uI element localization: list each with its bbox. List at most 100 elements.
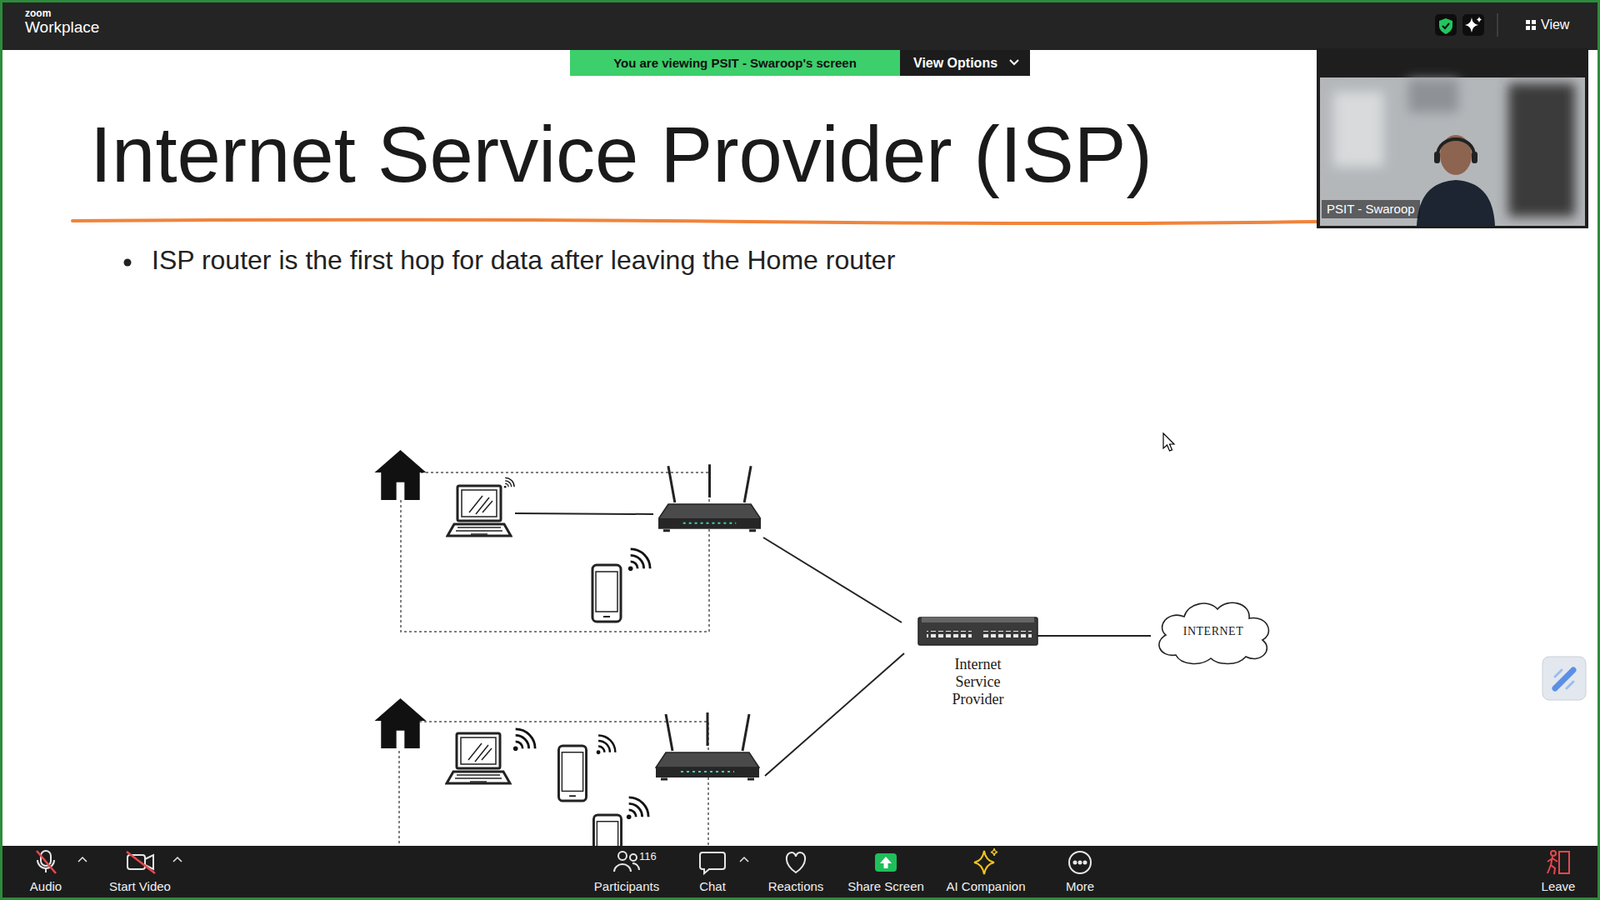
view-options-button: [900, 50, 1030, 76]
illustration-part: [1320, 77, 1585, 226]
illustration-part: [1525, 25, 1530, 30]
device-label: Internet Service Provider: [952, 655, 1005, 709]
illustration-part: [626, 797, 649, 820]
illustration-part: [763, 537, 902, 623]
toolbar-label: Reactions: [768, 879, 825, 895]
view-menu: View: [1540, 16, 1570, 33]
illustration-part: [614, 864, 631, 872]
slide-title: Internet Service Provider (ISP): [90, 111, 1153, 198]
illustration-part: [1437, 139, 1475, 157]
illustration-part: [983, 630, 1032, 638]
illustration-part: [1550, 850, 1556, 856]
toolbar: [0, 845, 1600, 900]
cloud-outline: [1159, 602, 1269, 664]
annotate-button: [1542, 656, 1586, 700]
illustration-part: [1462, 14, 1485, 36]
toolbar-label: Participants: [594, 879, 660, 895]
illustration-part: [1508, 83, 1575, 217]
toolbar-icons: [36, 848, 1570, 875]
illustration-part: [504, 477, 515, 488]
title-underline: [72, 220, 1317, 224]
title-bar: [0, 0, 1600, 50]
illustration-part: [655, 712, 760, 780]
participant-count: 116: [639, 850, 657, 864]
illustration-part: [926, 630, 972, 638]
illustration-part: [1408, 79, 1459, 113]
illustration-part: [1084, 861, 1087, 865]
illustration-part: [447, 485, 511, 536]
router-box: Internet Service Provider: [918, 617, 1038, 709]
illustration-part: [658, 464, 761, 530]
illustration-part: [375, 450, 427, 500]
illustration-part: [632, 863, 640, 870]
illustration-part: [400, 472, 710, 632]
illustration-part: [173, 857, 182, 862]
app-logo: zoom: [25, 7, 51, 20]
illustration-part: [628, 549, 650, 571]
illustration-part: [918, 617, 1038, 645]
illustration-part: [1525, 20, 1530, 25]
illustration-part: [1542, 656, 1586, 700]
toolbar-label: Leave: [1541, 879, 1576, 895]
illustration-part: [875, 853, 897, 872]
illustration-part: [1434, 151, 1440, 164]
illustration-part: [1069, 851, 1091, 874]
illustration-part: [1465, 17, 1479, 33]
illustration-part: [1559, 851, 1570, 874]
toolbar-label: AI Companion: [945, 879, 1025, 895]
bullet-dot: [124, 259, 132, 267]
toolbar-label: Chat: [699, 879, 726, 895]
illustration-part: [1316, 48, 1589, 229]
toolbar-label: Audio: [30, 879, 62, 895]
illustration-part: [1531, 20, 1536, 25]
illustration-part: [740, 857, 749, 862]
bullet-text: ISP router is the first hop for data aft…: [151, 244, 895, 276]
illustration-part: [1471, 151, 1478, 164]
view-options-text: View Options: [900, 50, 1030, 76]
top-icons: [1435, 13, 1536, 37]
illustration-part: [127, 855, 145, 870]
participant-name: PSIT - Swaroop: [1321, 200, 1420, 219]
illustration-part: [1476, 16, 1482, 23]
illustration-part: [1079, 861, 1082, 865]
illustration-part: [786, 852, 805, 873]
illustration-part: [1555, 670, 1574, 689]
illustration-part: [1333, 91, 1384, 167]
illustration-part: [1442, 23, 1450, 29]
toolbar-label: Start Video: [109, 879, 171, 895]
connector-line: [1037, 635, 1151, 637]
illustration-part: [1531, 25, 1536, 30]
mouse-cursor: [1163, 433, 1175, 451]
illustration-part: [1439, 18, 1453, 35]
illustration-part: [880, 856, 892, 869]
illustration-part: [596, 735, 616, 755]
illustration-part: [700, 852, 725, 874]
illustration-part: [1074, 861, 1077, 865]
illustration-part: [1435, 14, 1457, 36]
illustration-part: [1555, 670, 1574, 689]
network-illustration: [375, 450, 905, 889]
illustration-part: [375, 698, 427, 749]
illustration-part: [921, 617, 1035, 623]
illustration-part: [592, 565, 621, 622]
cloud-shape: INTERNET: [1150, 596, 1276, 667]
illustration-part: [1497, 13, 1499, 37]
illustration-part: [78, 857, 87, 862]
illustration-part: [446, 733, 510, 784]
chevron: [1010, 60, 1019, 65]
app-name: Workplace: [25, 18, 100, 38]
illustration-part: [765, 653, 905, 776]
isp-router-device: [918, 617, 1038, 645]
toolbar-label: Share Screen: [847, 879, 925, 895]
illustration-part: [515, 513, 654, 515]
illustration-part: [513, 729, 535, 751]
illustration-part: [1547, 856, 1558, 875]
cloud-label: INTERNET: [1183, 625, 1244, 640]
viewing-banner: [570, 50, 900, 76]
video-thumbnail: [1316, 48, 1589, 229]
illustration-part: [618, 851, 627, 860]
illustration-part: [990, 848, 998, 856]
illustration-part: [974, 850, 995, 875]
